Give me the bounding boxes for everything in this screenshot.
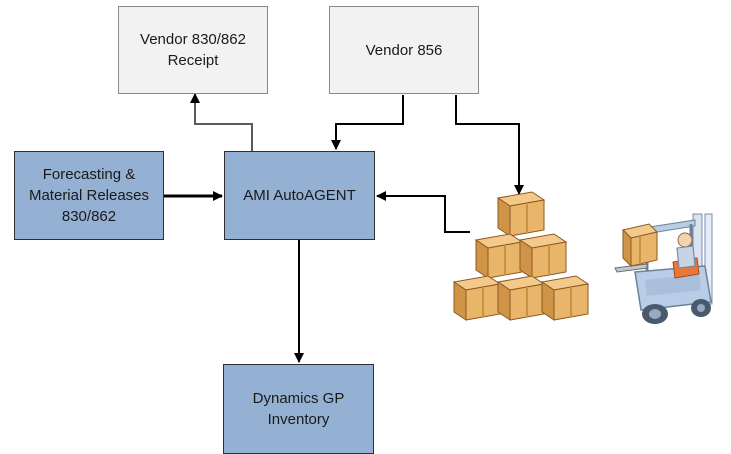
arrow-boxes-to-ami bbox=[376, 191, 470, 233]
cardboard-box bbox=[540, 275, 590, 321]
ami-autoagent-box: AMI AutoAGENT bbox=[224, 151, 375, 240]
cardboard-box bbox=[518, 233, 568, 279]
cardboard-box bbox=[496, 191, 546, 237]
forecasting-line3: 830/862 bbox=[61, 208, 117, 225]
dynamics-gp-line1: Dynamics GP bbox=[252, 390, 345, 407]
cardboard-box bbox=[496, 275, 546, 321]
forecasting-line1: Forecasting & bbox=[42, 166, 136, 183]
forklift-icon bbox=[614, 213, 713, 324]
vendor-856-label: Vendor 856 bbox=[365, 41, 443, 59]
arrow-vendor856-to-ami bbox=[331, 95, 404, 150]
forecasting-box: Forecasting & Material Releases 830/862 bbox=[14, 151, 164, 240]
cardboard-box bbox=[474, 233, 524, 279]
arrow-ami-to-receipt bbox=[190, 93, 253, 151]
vendor-receipt-line1: Vendor 830/862 bbox=[140, 31, 246, 48]
dynamics-gp-line2: Inventory bbox=[267, 411, 330, 428]
vendor-receipt-line2: Receipt bbox=[167, 52, 219, 69]
forecasting-line2: Material Releases bbox=[28, 187, 150, 204]
vendor-receipt-box: Vendor 830/862 Receipt bbox=[118, 6, 268, 94]
vendor-856-box: Vendor 856 bbox=[329, 6, 479, 94]
arrow-vendor856-to-boxes bbox=[455, 95, 524, 195]
ami-autoagent-label: AMI AutoAGENT bbox=[243, 187, 356, 204]
stacked-boxes-icon bbox=[452, 191, 590, 321]
cardboard-box bbox=[452, 275, 502, 321]
dynamics-gp-box: Dynamics GP Inventory bbox=[223, 364, 374, 454]
